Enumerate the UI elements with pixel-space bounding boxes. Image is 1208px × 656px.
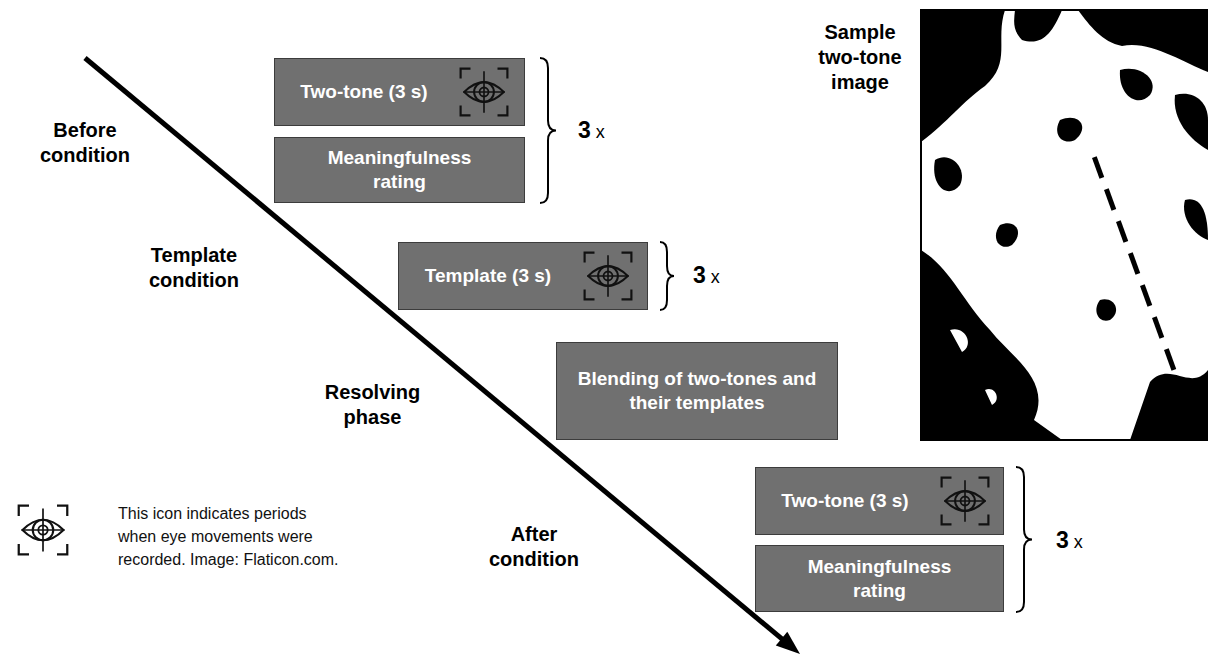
- repetition-count: 3 x: [578, 117, 605, 145]
- curly-brace: [660, 242, 674, 310]
- process-box: Meaningfulness rating: [274, 137, 525, 203]
- condition-label: Before condition: [20, 118, 150, 168]
- icon-corner: [979, 478, 989, 488]
- text-area: Template (3 s): [399, 243, 577, 309]
- icon-corner: [942, 478, 952, 488]
- text-area: Meaningfulness rating: [275, 138, 524, 202]
- text-area: Meaningfulness rating: [756, 546, 1003, 611]
- box-text: Two-tone (3 s): [781, 489, 908, 513]
- icon-corner: [19, 544, 29, 554]
- phase-label: Resolving phase: [300, 380, 445, 430]
- process-box: Two-tone (3 s): [755, 467, 1004, 535]
- box-text: Template (3 s): [425, 264, 551, 288]
- condition-label: After condition: [465, 522, 603, 572]
- icon-corner: [942, 515, 952, 525]
- condition-label: Template condition: [125, 243, 263, 293]
- box-text: Meaningfulness rating: [786, 555, 973, 603]
- icon-corner: [498, 106, 508, 116]
- box-text: Meaningfulness rating: [305, 146, 494, 194]
- eye-tracking-icon: [457, 65, 511, 119]
- icon-corner: [979, 515, 989, 525]
- legend-text: This icon indicates periods when eye mov…: [118, 502, 346, 571]
- icon-corner: [622, 253, 632, 263]
- icon-corner: [19, 506, 29, 516]
- icon-corner: [498, 69, 508, 79]
- image-border: [921, 10, 1208, 440]
- crosshair: [587, 255, 628, 296]
- curly-brace: [540, 58, 556, 203]
- icon-corner: [622, 290, 632, 300]
- two-tone-image: [921, 10, 1208, 440]
- eye-tracking-icon: [581, 249, 635, 303]
- image-caption: Sample two-tone image: [810, 20, 910, 95]
- process-box: Two-tone (3 s): [274, 58, 525, 126]
- box-text: Blending of two-tones and their template…: [567, 367, 827, 415]
- icon-corner: [57, 506, 67, 516]
- text-area: Two-tone (3 s): [275, 59, 453, 125]
- crosshair: [22, 509, 65, 552]
- process-box: Blending of two-tones and their template…: [556, 342, 838, 440]
- repetition-count: 3 x: [693, 262, 720, 290]
- process-box: Meaningfulness rating: [755, 545, 1004, 612]
- eye-tracking-icon: [19, 506, 68, 555]
- icon-corner: [585, 290, 595, 300]
- text-area: Two-tone (3 s): [756, 468, 934, 534]
- text-area: Blending of two-tones and their template…: [557, 343, 837, 439]
- arrowhead: [776, 632, 800, 654]
- box-text: Two-tone (3 s): [300, 80, 427, 104]
- icon-corner: [585, 253, 595, 263]
- icon-corner: [461, 69, 471, 79]
- crosshair: [944, 480, 985, 521]
- process-box: Template (3 s): [398, 242, 648, 310]
- icon-corner: [461, 106, 471, 116]
- eye-tracking-icon: [938, 474, 992, 528]
- curly-brace: [1016, 467, 1032, 612]
- crosshair: [463, 71, 504, 112]
- icon-corner: [57, 544, 67, 554]
- repetition-count: 3 x: [1056, 527, 1083, 555]
